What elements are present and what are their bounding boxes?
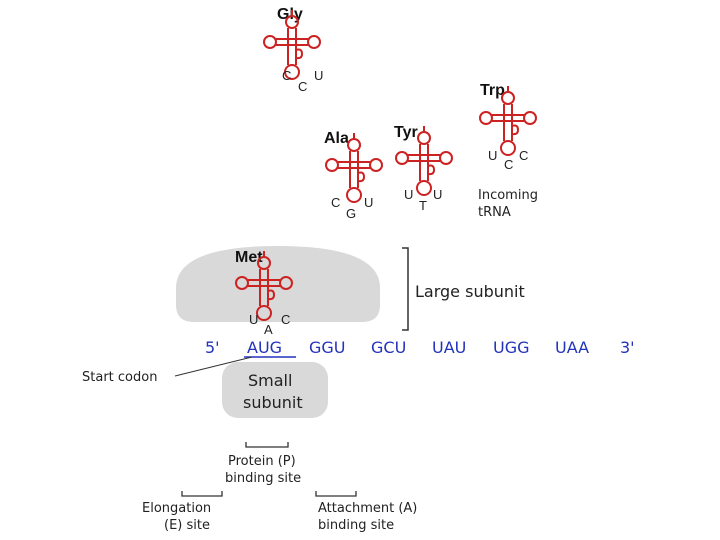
mrna-codon-2: GGU [309,338,346,357]
trna-ala-label: Ala [324,130,349,147]
start-codon-pointer [174,356,253,377]
trna-trp-label: Trp [480,82,505,99]
mrna-codon-3: GCU [371,338,406,357]
p-site-bracket [245,442,289,448]
small-subunit-label-line1: Small [248,371,292,390]
large-subunit [176,246,380,322]
trna-trp: Trp U C C [479,82,537,172]
trna-tyr: Tyr U T U [394,124,453,213]
a-site-label-line1: Attachment (A) [318,501,417,516]
incoming-trna-label-line2: tRNA [478,205,511,220]
trna-gly-anticodon-1: C [282,68,291,83]
a-site-label-line2: binding site [318,518,394,533]
trna-trp-anticodon-3: C [519,148,528,163]
trna-trp-anticodon-1: U [488,148,497,163]
start-codon-label: Start codon [82,370,157,385]
p-site-label-line1: Protein (P) [228,454,296,469]
trna-ala-anticodon-3: U [364,195,373,210]
large-subunit-bracket [402,247,409,331]
mrna-codon-4: UAU [432,338,466,357]
trna-gly-anticodon-3: U [314,68,323,83]
a-site-bracket [315,491,357,497]
mrna-codon-1: AUG [247,338,282,357]
trna-ala-anticodon-2: G [346,206,356,221]
trna-met-anticodon-3: C [281,312,290,327]
trna-met-anticodon-2: A [264,322,273,337]
trna-tyr-anticodon-3: U [433,187,442,202]
incoming-trna-label-line1: Incoming [478,188,538,203]
trna-gly-anticodon-2: C [298,79,307,94]
p-site-label-line2: binding site [225,471,301,486]
mrna-strand: 5' AUG GGU GCU UAU UGG UAA 3' [205,338,635,357]
e-site-bracket [181,491,223,497]
e-site-label-line2: (E) site [164,518,210,533]
trna-gly-label: Gly [277,6,303,23]
trna-gly: Gly C C U [263,6,323,94]
mrna-five-prime: 5' [205,338,220,357]
trna-trp-anticodon-2: C [504,157,513,172]
mrna-three-prime: 3' [620,338,635,357]
trna-met: Met U A C [235,249,293,337]
small-subunit [222,362,328,418]
small-subunit-label-line2: subunit [243,393,303,412]
mrna-codon-6: UAA [555,338,589,357]
mrna-codon-5: UGG [493,338,530,357]
trna-ala-anticodon-1: C [331,195,340,210]
trna-met-anticodon-1: U [249,312,258,327]
trna-ala: Ala C G U [324,130,383,221]
trna-tyr-anticodon-2: T [419,198,427,213]
e-site-label-line1: Elongation [142,501,211,516]
large-subunit-label: Large subunit [415,282,525,301]
trna-tyr-anticodon-1: U [404,187,413,202]
trna-tyr-label: Tyr [394,124,418,141]
trna-met-label: Met [235,249,263,266]
